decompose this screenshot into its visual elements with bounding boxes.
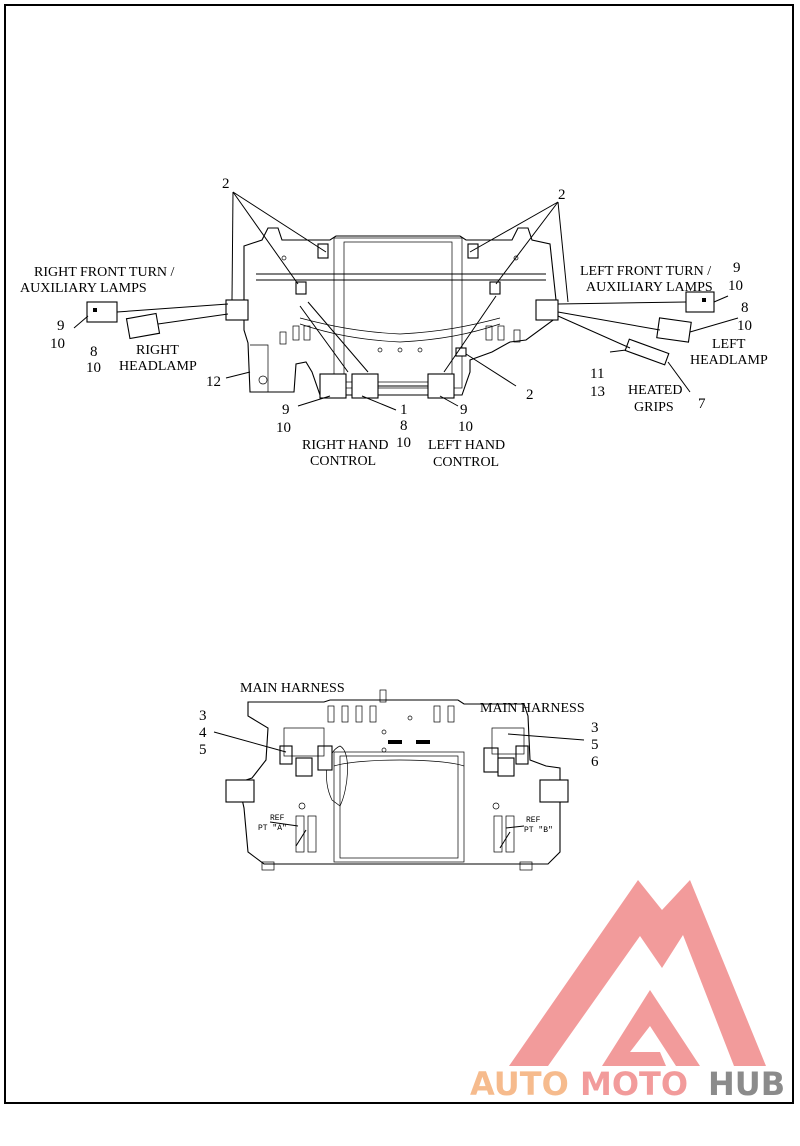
ref-a-line2: PT "A" bbox=[258, 824, 287, 833]
label-heated: HEATED bbox=[628, 383, 682, 398]
callout-10-left-headlamp: 10 bbox=[737, 318, 752, 334]
callout-10-left-turn: 10 bbox=[728, 278, 743, 294]
page-border bbox=[4, 4, 794, 1104]
label-left: LEFT bbox=[712, 337, 746, 352]
callout-13: 13 bbox=[590, 384, 605, 400]
label-right-aux-lamps: AUXILIARY LAMPS bbox=[20, 281, 147, 296]
label-left-headlamp: HEADLAMP bbox=[690, 353, 768, 368]
lower-leader-lines bbox=[213, 731, 585, 829]
callout-1: 1 bbox=[400, 402, 408, 418]
callout-8-left-headlamp: 8 bbox=[741, 300, 749, 316]
upper-bracket-assembly bbox=[225, 227, 559, 399]
label-right-hand: RIGHT HAND bbox=[302, 438, 388, 453]
callout-2-top-right: 2 bbox=[558, 187, 566, 203]
label-right-control: CONTROL bbox=[310, 454, 376, 469]
callout-11: 11 bbox=[590, 366, 604, 382]
label-left-hand: LEFT HAND bbox=[428, 438, 505, 453]
right-headlamp-connector bbox=[125, 312, 161, 340]
callout-9-left-turn: 9 bbox=[733, 260, 741, 276]
callout-10-right-headlamp: 10 bbox=[86, 360, 101, 376]
callout-3-left: 3 bbox=[199, 708, 207, 724]
callout-5-left: 5 bbox=[199, 742, 207, 758]
upper-labels: RIGHT FRONT TURN / AUXILIARY LAMPS LEFT … bbox=[20, 176, 768, 470]
callout-6: 6 bbox=[591, 754, 599, 770]
callout-12: 12 bbox=[206, 374, 221, 390]
upper-leader-lines bbox=[73, 191, 739, 411]
label-right-headlamp: HEADLAMP bbox=[119, 359, 197, 374]
logo-text-hub: HUB bbox=[708, 1065, 785, 1103]
label-main-harness-right: MAIN HARNESS bbox=[480, 701, 585, 716]
heated-grips-connector bbox=[624, 338, 670, 366]
callout-8-center: 8 bbox=[400, 418, 408, 434]
callout-9-right-turn: 9 bbox=[57, 318, 65, 334]
automotohub-logo: AUTO MOTO HUB bbox=[470, 880, 785, 1103]
lower-bracket-assembly bbox=[225, 689, 569, 871]
callout-10-right-hand: 10 bbox=[276, 420, 291, 436]
label-grips: GRIPS bbox=[634, 400, 674, 415]
logo-text-moto: MOTO bbox=[580, 1065, 688, 1103]
left-front-turn-connector bbox=[685, 291, 715, 313]
ref-b-line2: PT "B" bbox=[524, 826, 553, 835]
left-headlamp-connector bbox=[656, 317, 692, 343]
callout-10-center: 10 bbox=[396, 435, 411, 451]
callout-9-right-hand: 9 bbox=[282, 402, 290, 418]
label-left-control: CONTROL bbox=[433, 455, 499, 470]
callout-2-top-left: 2 bbox=[222, 176, 230, 192]
ref-b-line1: REF bbox=[526, 816, 541, 825]
callout-10-left-hand: 10 bbox=[458, 419, 473, 435]
right-front-turn-connector bbox=[86, 301, 118, 323]
ref-a-line1: REF bbox=[270, 814, 285, 823]
logo-text-auto: AUTO bbox=[470, 1065, 569, 1103]
callout-7: 7 bbox=[698, 396, 706, 412]
callout-8-right-headlamp: 8 bbox=[90, 344, 98, 360]
callout-3-right: 3 bbox=[591, 720, 599, 736]
callout-9-left-hand: 9 bbox=[460, 402, 468, 418]
lower-labels: MAIN HARNESS MAIN HARNESS 3 4 5 3 5 6 RE… bbox=[199, 681, 599, 835]
label-left-front-turn: LEFT FRONT TURN / bbox=[580, 264, 711, 279]
label-main-harness-left: MAIN HARNESS bbox=[240, 681, 345, 696]
label-left-aux-lamps: AUXILIARY LAMPS bbox=[586, 280, 713, 295]
callout-10-right-turn: 10 bbox=[50, 336, 65, 352]
label-right: RIGHT bbox=[136, 343, 179, 358]
callout-2-middle: 2 bbox=[526, 387, 534, 403]
callout-4: 4 bbox=[199, 725, 207, 741]
callout-5-right: 5 bbox=[591, 737, 599, 753]
label-right-front-turn: RIGHT FRONT TURN / bbox=[34, 265, 175, 280]
